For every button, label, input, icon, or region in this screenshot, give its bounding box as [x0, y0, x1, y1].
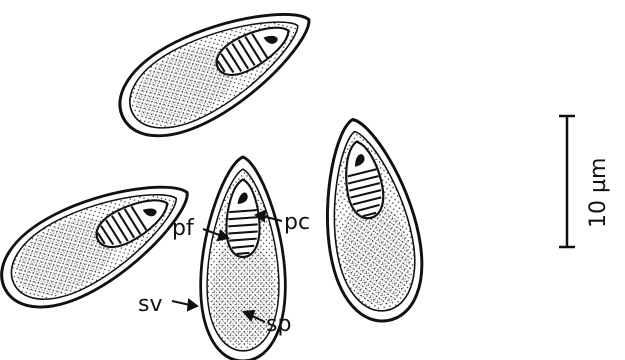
spore-top — [103, 0, 329, 156]
spore-right — [308, 112, 432, 329]
label-pc: pc — [284, 210, 310, 235]
label-sp: sp — [266, 312, 291, 337]
scale-bar — [559, 116, 575, 247]
label-pf: pf — [172, 216, 195, 241]
scale-bar-label: 10 µm — [586, 158, 611, 228]
label-sv: sv — [138, 292, 162, 317]
